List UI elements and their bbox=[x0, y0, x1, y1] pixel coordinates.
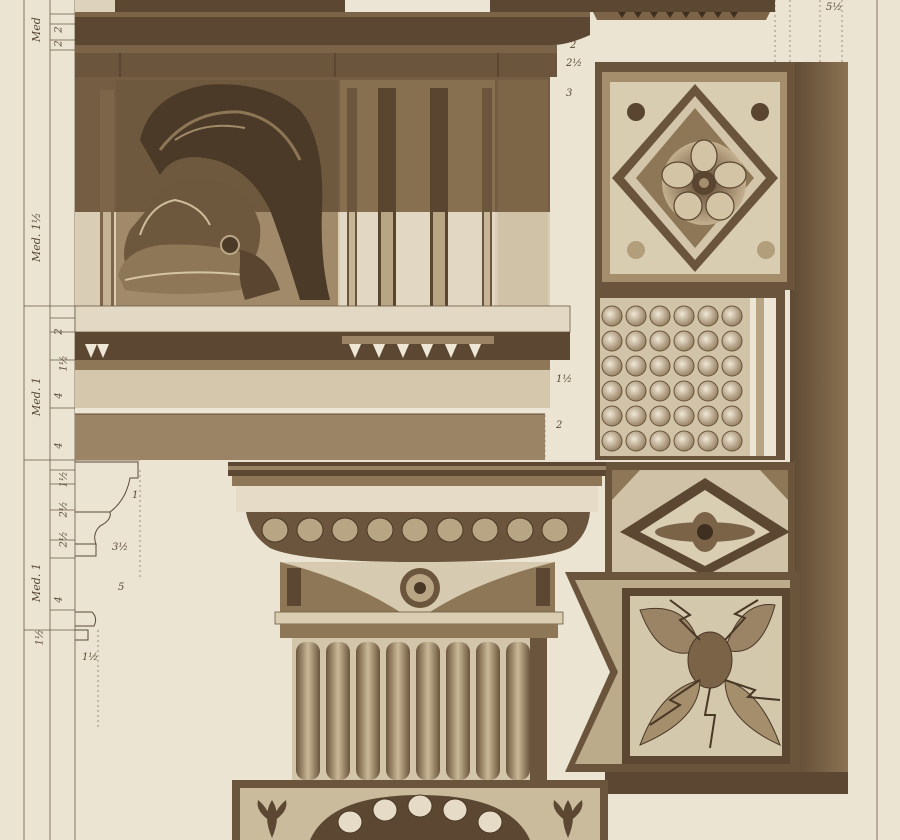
dim-top-right: 5½ bbox=[826, 2, 843, 13]
dim-cap-i: 1½ bbox=[82, 652, 99, 663]
dentil-row-top bbox=[618, 12, 738, 18]
dim-cornice-b: 2 bbox=[53, 40, 65, 47]
egg-and-dart bbox=[261, 517, 569, 543]
dim-arch-c: 4 bbox=[53, 392, 65, 399]
thunderbolt-icon bbox=[639, 599, 781, 749]
soffit bbox=[565, 62, 848, 794]
dim-cap-c: 2½ bbox=[58, 531, 70, 548]
column-shaft bbox=[292, 638, 547, 780]
disc-grid bbox=[601, 305, 743, 452]
scale-label-architrave: Med. 1 bbox=[30, 377, 43, 416]
dim-arch-b: 1½ bbox=[58, 355, 70, 372]
rosette-icon bbox=[661, 139, 747, 225]
crested-helmet-icon bbox=[118, 84, 330, 301]
fleur-de-lis-icon bbox=[257, 800, 583, 838]
dim-arch-a: 2 bbox=[53, 328, 65, 335]
dim-cap-e: 3½ bbox=[112, 542, 129, 553]
doric-capital bbox=[228, 462, 606, 638]
dim-arch-right-b: 2 bbox=[556, 420, 563, 431]
leaf-ornament-icon bbox=[655, 512, 755, 552]
capital-profile bbox=[75, 461, 139, 641]
dim-arch-d: 4 bbox=[53, 442, 65, 449]
dim-cornice-c: 2 bbox=[570, 40, 577, 51]
scale-label-capital: Med. 1 bbox=[30, 563, 43, 602]
dim-cap-a: 1½ bbox=[58, 471, 70, 488]
dim-frieze-half: 2½ bbox=[566, 58, 583, 69]
scale-label-cornice: Med bbox=[30, 17, 43, 42]
triglyph bbox=[340, 80, 495, 306]
dim-arch-right-a: 1½ bbox=[556, 374, 573, 385]
dim-cap-f: 4 bbox=[53, 596, 65, 603]
guttae-drops-icon bbox=[85, 342, 482, 358]
bottom-panel bbox=[232, 780, 608, 840]
dim-cap-h: 1½ bbox=[34, 629, 46, 646]
cornice bbox=[75, 0, 775, 77]
dim-cap-b: 2½ bbox=[58, 501, 70, 518]
dim-cap-g: 5 bbox=[118, 582, 125, 593]
architrave bbox=[74, 305, 571, 460]
scale-label-frieze: Med. 1½ bbox=[30, 212, 43, 262]
dim-cap-d: 1 bbox=[132, 490, 139, 501]
dim-cornice-a: 2 bbox=[53, 26, 65, 33]
dim-frieze-three: 3 bbox=[566, 88, 573, 99]
rosette-small-icon bbox=[400, 568, 440, 608]
